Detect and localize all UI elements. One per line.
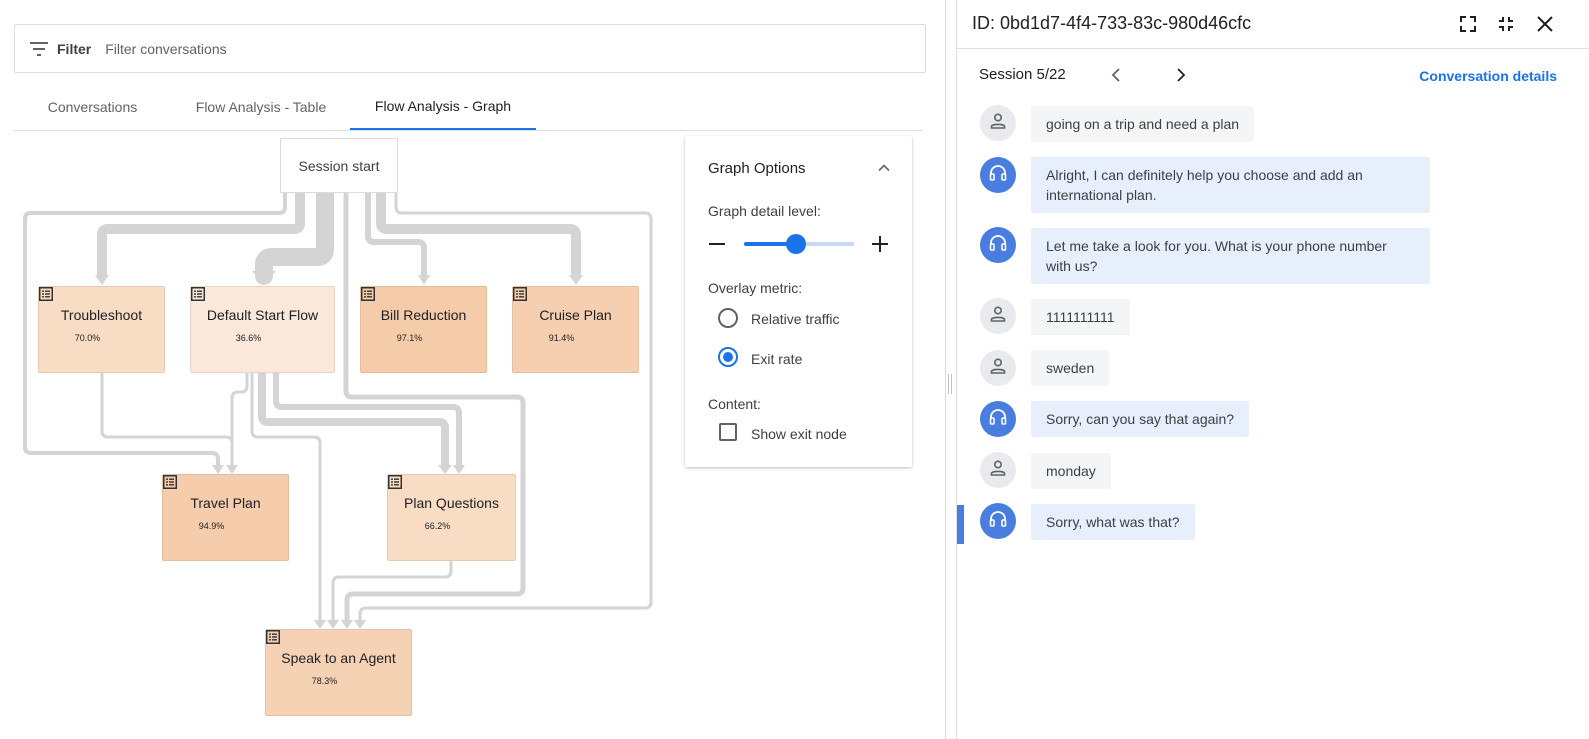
graph-detail-slider bbox=[708, 232, 893, 256]
close-icon[interactable] bbox=[1535, 14, 1555, 34]
avatar bbox=[980, 350, 1016, 386]
avatar bbox=[980, 503, 1016, 539]
person-icon bbox=[988, 304, 1008, 329]
node-default-start-flow[interactable]: Default Start Flow 36.6% bbox=[190, 286, 335, 373]
node-name: Cruise Plan bbox=[539, 307, 612, 323]
node-cruise-plan[interactable]: Cruise Plan 91.4% bbox=[512, 286, 639, 373]
node-exit-rate: 36.6% bbox=[235, 333, 262, 343]
headset-icon bbox=[987, 162, 1009, 189]
avatar bbox=[980, 105, 1016, 141]
slider-thumb[interactable] bbox=[785, 234, 806, 254]
node-name: Plan Questions bbox=[404, 495, 499, 511]
node-plan-questions[interactable]: Plan Questions 66.2% bbox=[387, 474, 516, 561]
conversation-panel: ID: 0bd1d7-4f4-733-83c-980d46cfc Session… bbox=[957, 0, 1589, 739]
fullscreen-icon[interactable] bbox=[1458, 14, 1478, 34]
resize-handle[interactable] bbox=[948, 374, 952, 394]
node-exit-rate: 70.0% bbox=[74, 333, 101, 343]
message-bubble: going on a trip and need a plan bbox=[1031, 106, 1255, 142]
radio-exit-rate[interactable] bbox=[718, 347, 738, 367]
radio-label-relative-traffic: Relative traffic bbox=[751, 311, 840, 327]
list-icon[interactable] bbox=[163, 475, 252, 533]
headset-icon bbox=[987, 406, 1009, 433]
message-bubble: 1111111111 bbox=[1031, 299, 1130, 335]
node-name: Default Start Flow bbox=[206, 307, 319, 323]
filter-bar: Filter bbox=[14, 24, 926, 73]
message-bubble: Alright, I can definitely help you choos… bbox=[1031, 157, 1430, 213]
headset-icon bbox=[987, 232, 1009, 259]
tab-bar: Conversations Flow Analysis - Table Flow… bbox=[14, 84, 922, 131]
avatar bbox=[980, 401, 1016, 437]
node-exit-rate: 94.9% bbox=[198, 521, 225, 531]
person-icon bbox=[988, 111, 1008, 136]
active-message-indicator bbox=[957, 505, 964, 544]
node-bill-reduction[interactable]: Bill Reduction 97.1% bbox=[360, 286, 487, 373]
node-name: Travel Plan bbox=[190, 495, 261, 511]
tab-flow-analysis-table[interactable]: Flow Analysis - Table bbox=[195, 99, 327, 115]
person-icon bbox=[988, 356, 1008, 381]
person-icon bbox=[988, 458, 1008, 483]
radio-relative-traffic[interactable] bbox=[718, 308, 738, 328]
flow-edges bbox=[23, 184, 653, 629]
message-bubble: Let me take a look for you. What is your… bbox=[1031, 228, 1430, 284]
message-bubble: sweden bbox=[1031, 350, 1110, 386]
conversation-details-link[interactable]: Conversation details bbox=[1419, 68, 1557, 84]
node-name: Bill Reduction bbox=[380, 307, 467, 323]
collapse-icon[interactable] bbox=[1496, 14, 1516, 34]
list-icon[interactable] bbox=[388, 475, 478, 533]
minus-icon[interactable] bbox=[708, 237, 726, 251]
filter-label: Filter bbox=[57, 40, 92, 57]
node-name: Speak to an Agent bbox=[281, 650, 396, 666]
content-label: Content: bbox=[708, 396, 761, 412]
list-icon[interactable] bbox=[513, 287, 602, 345]
filter-input[interactable] bbox=[105, 40, 706, 57]
list-icon[interactable] bbox=[266, 630, 365, 688]
node-exit-rate: 66.2% bbox=[424, 521, 451, 531]
graph-options-title: Graph Options bbox=[708, 160, 806, 177]
node-speak-to-an-agent[interactable]: Speak to an Agent 78.3% bbox=[265, 629, 412, 716]
node-name: Troubleshoot bbox=[60, 307, 143, 323]
filter-icon[interactable] bbox=[29, 39, 49, 59]
chevron-left-icon[interactable] bbox=[1108, 66, 1126, 84]
slider-track[interactable] bbox=[744, 234, 854, 254]
avatar bbox=[980, 227, 1016, 263]
panel-header: ID: 0bd1d7-4f4-733-83c-980d46cfc bbox=[957, 0, 1589, 49]
avatar bbox=[980, 452, 1016, 488]
graph-detail-label: Graph detail level: bbox=[708, 203, 821, 219]
flow-analysis-pane: Filter Conversations Flow Analysis - Tab… bbox=[0, 24, 940, 739]
panel-border bbox=[956, 0, 957, 739]
session-start-node[interactable]: Session start bbox=[280, 138, 398, 193]
node-exit-rate: 78.3% bbox=[311, 676, 338, 686]
conversation-id: ID: 0bd1d7-4f4-733-83c-980d46cfc bbox=[972, 13, 1252, 33]
message-bubble: Sorry, can you say that again? bbox=[1031, 401, 1250, 437]
plus-icon[interactable] bbox=[871, 235, 889, 253]
message-bubble: Sorry, what was that? bbox=[1031, 504, 1195, 540]
node-travel-plan[interactable]: Travel Plan 94.9% bbox=[162, 474, 289, 561]
slider-fill bbox=[744, 242, 796, 246]
list-icon[interactable] bbox=[39, 287, 128, 345]
tab-conversations[interactable]: Conversations bbox=[47, 99, 138, 115]
flow-graph: Session start Troubleshoot 70.0% Default… bbox=[0, 131, 940, 739]
node-troubleshoot[interactable]: Troubleshoot 70.0% bbox=[38, 286, 165, 373]
headset-icon bbox=[987, 508, 1009, 535]
session-counter: Session 5/22 bbox=[979, 66, 1066, 83]
avatar bbox=[980, 298, 1016, 334]
node-exit-rate: 97.1% bbox=[396, 333, 423, 343]
chevron-right-icon[interactable] bbox=[1171, 66, 1189, 84]
node-exit-rate: 91.4% bbox=[548, 333, 575, 343]
message-bubble: monday bbox=[1031, 453, 1111, 489]
show-exit-node-label: Show exit node bbox=[751, 426, 847, 442]
overlay-metric-label: Overlay metric: bbox=[708, 280, 803, 296]
avatar bbox=[980, 157, 1016, 193]
tab-flow-analysis-graph[interactable]: Flow Analysis - Graph bbox=[350, 84, 536, 130]
graph-options-panel: Graph Options Graph detail level: bbox=[685, 136, 912, 467]
show-exit-node-checkbox[interactable] bbox=[719, 423, 737, 441]
chevron-up-icon[interactable] bbox=[874, 158, 894, 178]
list-icon[interactable] bbox=[191, 287, 289, 345]
list-icon[interactable] bbox=[361, 287, 450, 345]
pane-divider bbox=[945, 0, 946, 739]
radio-label-exit-rate: Exit rate bbox=[751, 351, 803, 367]
